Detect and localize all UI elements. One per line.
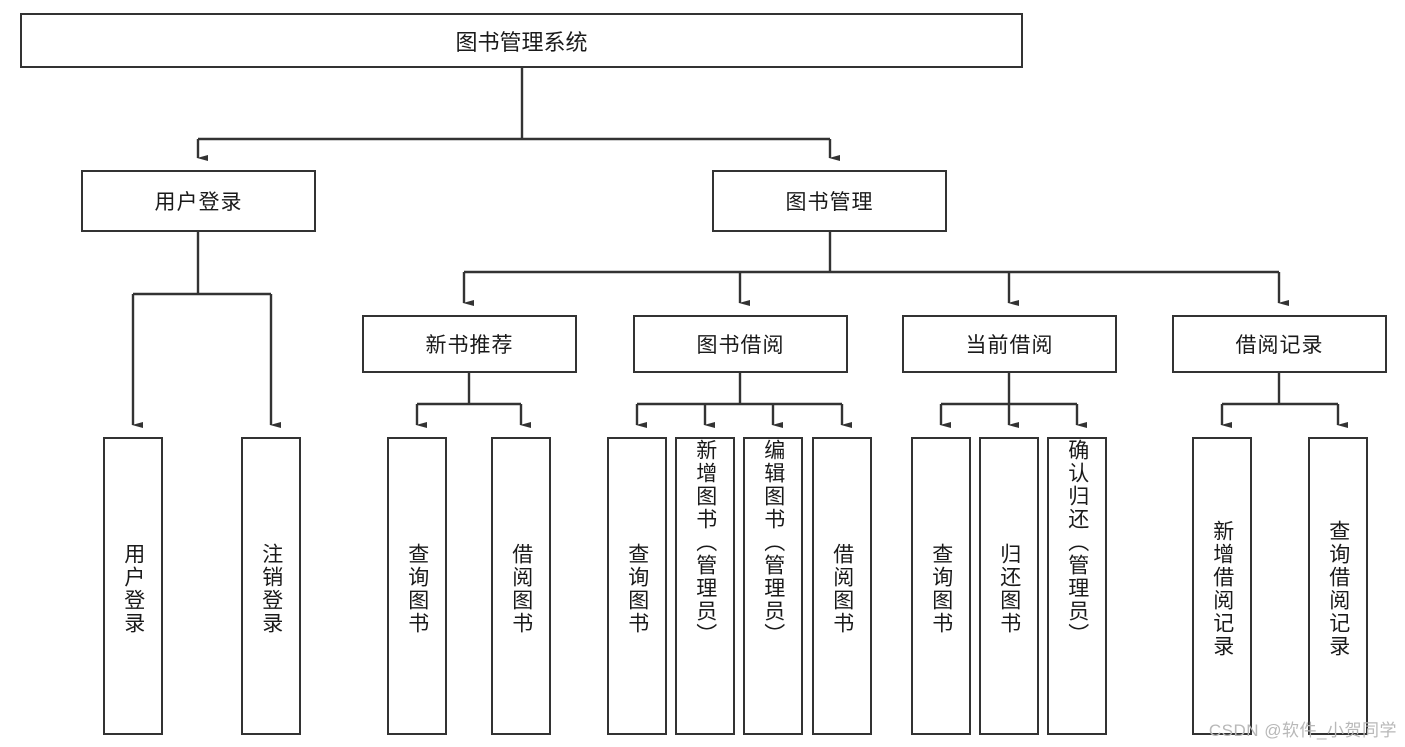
leaf-label: 编辑图书（管理员） bbox=[761, 439, 785, 646]
leaf-query-book-current[interactable]: 查询图书 bbox=[911, 437, 971, 735]
leaf-label: 用户登录 bbox=[121, 543, 145, 635]
watermark-text: CSDN @软件_小贺同学 bbox=[1208, 721, 1397, 740]
leaf-add-book-admin[interactable]: 新增图书（管理员） bbox=[675, 437, 735, 735]
leaf-user-login[interactable]: 用户登录 bbox=[103, 437, 163, 735]
leaf-query-book-borrow[interactable]: 查询图书 bbox=[607, 437, 667, 735]
leaf-label: 查询图书 bbox=[625, 543, 649, 635]
node-book-borrow[interactable]: 图书借阅 bbox=[633, 315, 848, 373]
node-root-label: 图书管理系统 bbox=[455, 29, 588, 55]
leaf-return-book[interactable]: 归还图书 bbox=[979, 437, 1039, 735]
leaf-query-borrow-record[interactable]: 查询借阅记录 bbox=[1308, 437, 1368, 735]
node-label: 当前借阅 bbox=[965, 334, 1054, 357]
leaf-borrow-book-recommend[interactable]: 借阅图书 bbox=[491, 437, 551, 735]
leaf-query-book-recommend[interactable]: 查询图书 bbox=[387, 437, 447, 735]
node-root[interactable]: 图书管理系统 bbox=[20, 13, 1023, 68]
leaf-borrow-book[interactable]: 借阅图书 bbox=[812, 437, 872, 735]
leaf-logout[interactable]: 注销登录 bbox=[241, 437, 301, 735]
node-label: 图书管理 bbox=[785, 191, 874, 214]
node-label: 图书借阅 bbox=[696, 334, 785, 357]
leaf-label: 查询借阅记录 bbox=[1326, 520, 1350, 658]
leaf-label: 归还图书 bbox=[997, 543, 1021, 635]
leaf-label: 新增图书（管理员） bbox=[693, 439, 717, 646]
node-current-borrow[interactable]: 当前借阅 bbox=[902, 315, 1117, 373]
leaf-label: 借阅图书 bbox=[830, 543, 854, 635]
node-new-book-recommend[interactable]: 新书推荐 bbox=[362, 315, 577, 373]
leaf-edit-book-admin[interactable]: 编辑图书（管理员） bbox=[743, 437, 803, 735]
node-user-login[interactable]: 用户登录 bbox=[81, 170, 316, 232]
node-book-management[interactable]: 图书管理 bbox=[712, 170, 947, 232]
leaf-label: 借阅图书 bbox=[509, 543, 533, 635]
node-label: 借阅记录 bbox=[1235, 334, 1324, 357]
leaf-label: 注销登录 bbox=[259, 543, 283, 635]
leaf-add-borrow-record[interactable]: 新增借阅记录 bbox=[1192, 437, 1252, 735]
leaf-label: 查询图书 bbox=[929, 543, 953, 635]
node-label: 新书推荐 bbox=[425, 334, 514, 357]
leaf-label: 新增借阅记录 bbox=[1210, 520, 1234, 658]
leaf-confirm-return-admin[interactable]: 确认归还（管理员） bbox=[1047, 437, 1107, 735]
leaf-label: 确认归还（管理员） bbox=[1065, 439, 1089, 646]
node-borrow-record[interactable]: 借阅记录 bbox=[1172, 315, 1387, 373]
leaf-label: 查询图书 bbox=[405, 543, 429, 635]
node-label: 用户登录 bbox=[154, 191, 243, 214]
